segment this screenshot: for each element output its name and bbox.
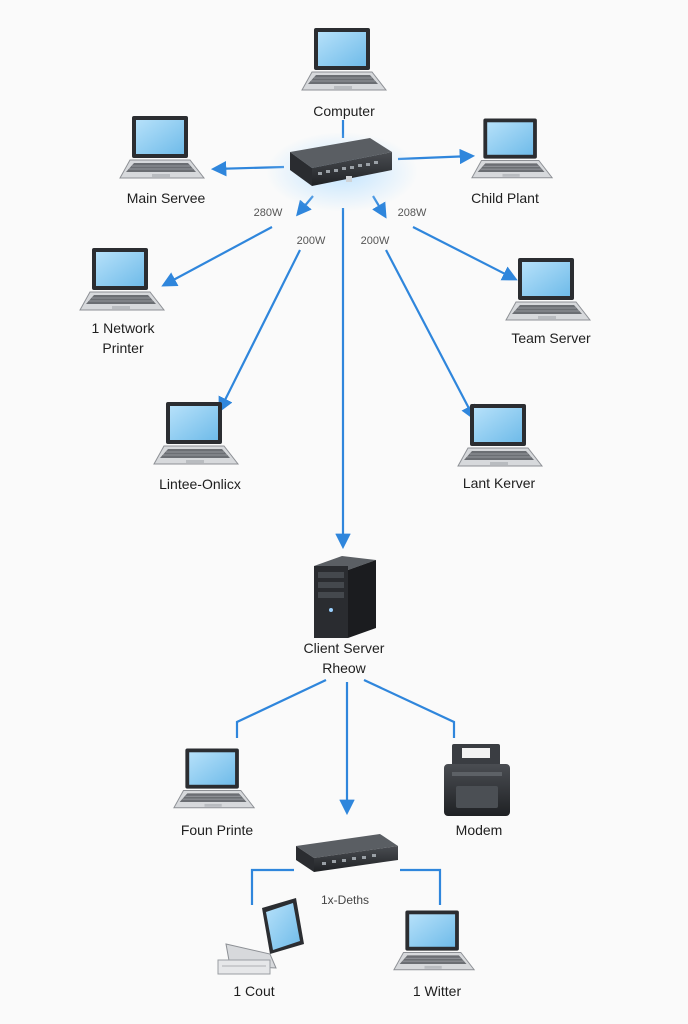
laptop-icon: [457, 403, 543, 467]
printer-icon: [444, 744, 510, 816]
tower-server-icon: [314, 556, 376, 638]
laptop-icon: [505, 257, 591, 321]
node-foun-printe: Foun Printe: [173, 747, 255, 838]
link-hub-team-server: [412, 226, 518, 281]
link-client-server-modem: [363, 679, 456, 738]
node-child-plant: Child Plant: [471, 117, 553, 206]
node-label-line1: Client Server: [304, 640, 385, 656]
node-network-printer: 1 Network Printer: [79, 247, 165, 356]
laptop-icon: [173, 747, 255, 809]
node-label: Team Server: [511, 330, 591, 346]
node-label-line2: Printer: [102, 340, 144, 356]
node-modem: Modem: [444, 744, 510, 838]
laptop-icon: [153, 401, 239, 465]
node-switch-2: 1x-Deths: [296, 834, 398, 907]
node-main-server: Main Servee: [119, 115, 206, 206]
link-switch-cout: [250, 868, 294, 905]
node-cout: 1 Cout: [217, 898, 304, 999]
network-switch-icon: [296, 834, 398, 872]
node-lant-kerver: Lant Kerver: [457, 403, 543, 491]
node-label: Modem: [456, 822, 503, 838]
laptop-icon: [393, 909, 475, 971]
link-label-upper-left: 280W: [254, 207, 283, 219]
link-label-upper-right: 208W: [398, 207, 427, 219]
link-label-mid-left: 200W: [297, 235, 326, 247]
laptop-icon: [217, 898, 304, 975]
node-client-server: Client Server Rheow: [304, 556, 385, 676]
link-hub-lintee-online: [218, 249, 301, 413]
laptop-icon: [471, 117, 553, 179]
laptop-icon: [301, 27, 387, 91]
link-hub-network-printer: [161, 226, 273, 287]
network-switch-icon: [290, 138, 392, 186]
node-label-line1: 1 Network: [91, 320, 155, 336]
node-label: Computer: [313, 103, 375, 119]
connections: [161, 120, 518, 905]
link-label-mid-right: 200W: [361, 235, 390, 247]
link-client-server-foun-printe: [235, 679, 327, 738]
laptop-icon: [119, 115, 205, 179]
node-label: Main Servee: [127, 190, 206, 206]
node-label: Lintee-Onlicx: [159, 476, 241, 492]
laptop-icon: [79, 247, 165, 311]
node-lintee-online: Lintee-Onlicx: [153, 401, 241, 492]
central-hub: [266, 132, 418, 212]
node-label-line2: Rheow: [322, 660, 366, 676]
node-label: Child Plant: [471, 190, 539, 206]
link-switch-witter: [400, 868, 442, 905]
node-computer: Computer: [301, 27, 387, 119]
node-team-server: Team Server: [505, 257, 591, 346]
node-label: 1 Cout: [233, 983, 274, 999]
node-witter: 1 Witter: [393, 909, 475, 999]
node-label: Lant Kerver: [463, 475, 536, 491]
node-label: 1x-Deths: [321, 893, 369, 907]
node-label: Foun Printe: [181, 822, 254, 838]
node-label: 1 Witter: [413, 983, 462, 999]
link-hub-lant-kerver: [385, 249, 476, 421]
